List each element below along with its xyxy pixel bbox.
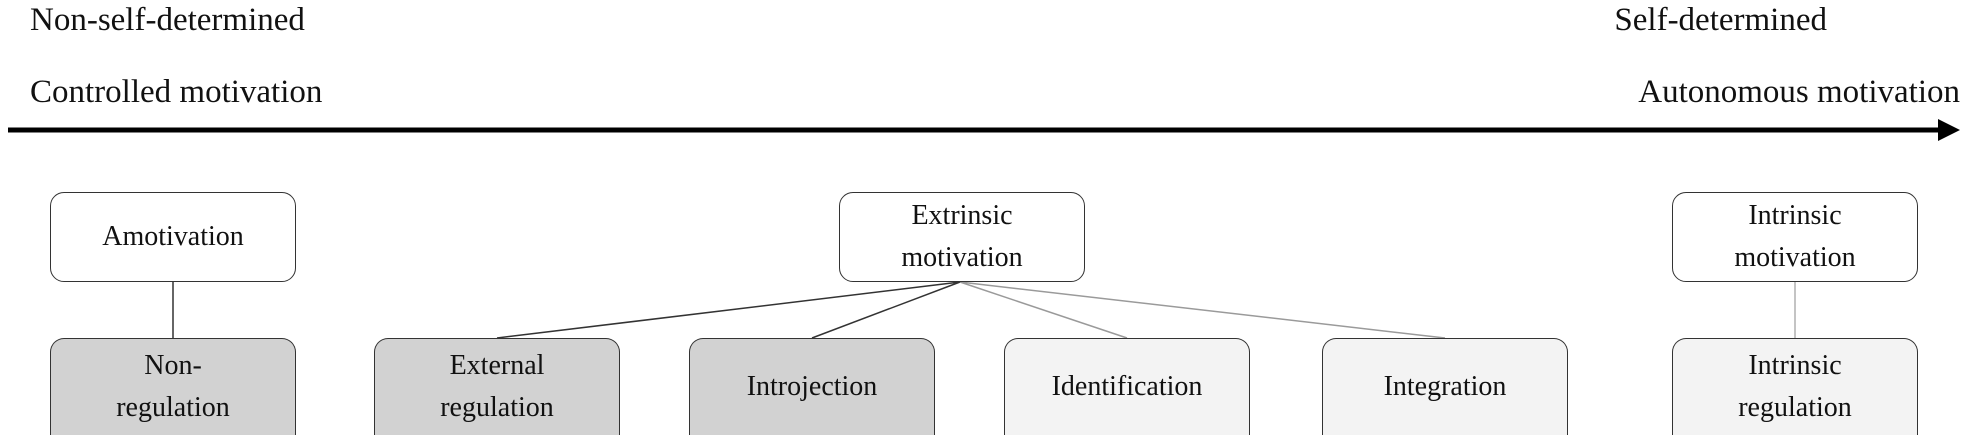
intrinsic-label-line2: motivation [1734,242,1856,273]
integration-label: Integration [1383,371,1507,402]
introjection-box: Introjection [689,338,935,435]
external-connector [496,281,961,339]
non-regulation-box: Non- regulation [50,338,296,435]
amotivation-label: Amotivation [102,221,244,252]
amotivation-box: Amotivation [50,192,296,282]
identification-box: Identification [1004,338,1250,435]
external-regulation-box: External regulation [374,338,620,435]
integration-box: Integration [1322,338,1568,435]
introjection-label: Introjection [746,371,878,402]
intrinsic-regulation-line1: Intrinsic [1748,350,1842,381]
autonomous-motivation-label: Autonomous motivation [1638,74,1960,110]
identification-label: Identification [1051,371,1203,402]
extrinsic-label-line1: Extrinsic [911,200,1013,231]
intrinsic-regulation-box: Intrinsic regulation [1672,338,1918,435]
non-regulation-line1: Non- [144,350,202,381]
intrinsic-motivation-box: Intrinsic motivation [1672,192,1918,282]
self-determined-label: Self-determined [1614,2,1827,38]
extrinsic-motivation-box: Extrinsic motivation [839,192,1085,282]
continuum-arrow [8,119,1960,141]
non-self-determined-label: Non-self-determined [30,2,305,38]
introjection-connector [811,281,961,339]
external-regulation-line1: External [449,350,545,381]
extrinsic-label-line2: motivation [901,242,1023,273]
non-regulation-line2: regulation [116,392,230,423]
external-regulation-line2: regulation [440,392,554,423]
integration-connector [959,281,1446,339]
intrinsic-regulation-line2: regulation [1738,392,1852,423]
identification-connector [959,281,1128,339]
controlled-motivation-label: Controlled motivation [30,74,323,110]
intrinsic-label-line1: Intrinsic [1748,200,1842,231]
